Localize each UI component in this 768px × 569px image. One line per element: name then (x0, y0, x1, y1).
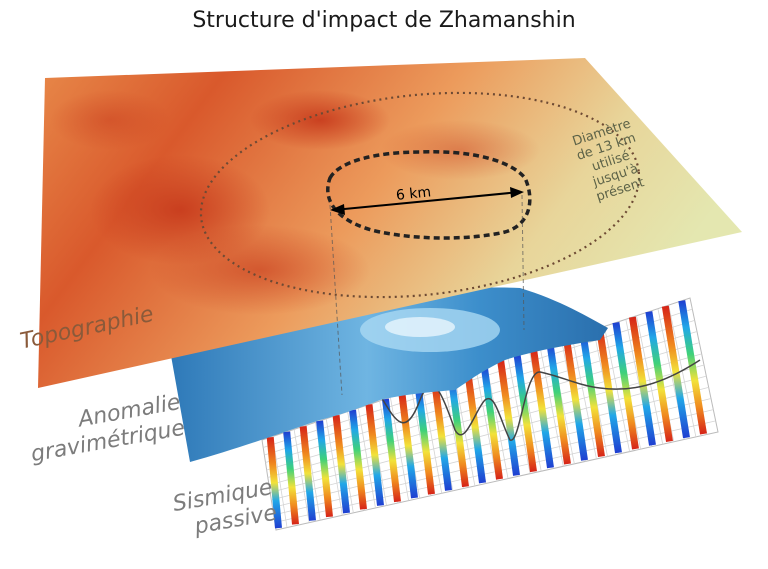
figure-title: Structure d'impact de Zhamanshin (192, 8, 576, 33)
seismic-station-bar (546, 343, 571, 465)
seismic-station-bar (678, 300, 707, 435)
seismic-station-bar (530, 349, 554, 469)
seismic-station-bar (661, 305, 690, 439)
outer-crater-ring (199, 91, 641, 299)
seismic-station-bar (316, 420, 333, 518)
seismic-station-bar (283, 431, 299, 525)
seismic-station-bar (332, 415, 350, 514)
seismic-panel (261, 297, 719, 531)
seismic-station-bar (497, 360, 520, 476)
seismic-station-bar (612, 322, 639, 450)
seismic-station-bar (414, 387, 435, 495)
seismic-station-bar (645, 311, 673, 442)
seismic-station-bar (579, 332, 605, 458)
connector-lines (329, 194, 525, 396)
seismic-station-bar (299, 426, 316, 521)
gravity-profile-curve (299, 359, 701, 441)
seismic-station-bar (513, 354, 537, 473)
seismic-station-bar (464, 371, 486, 484)
seismic-station-bar (480, 365, 503, 480)
inner-crater-ring (326, 149, 532, 240)
seismic-station-bar (398, 393, 418, 499)
seismic-station-bar (365, 404, 384, 506)
seismic-station-bar (447, 376, 469, 488)
seismic-station-bar (628, 316, 656, 446)
seismic-station-bar (431, 382, 452, 491)
topography-surface (38, 58, 742, 388)
seismic-station-bar (563, 338, 588, 461)
seismic-station-bar (596, 327, 622, 454)
seismic-station-bar (381, 398, 401, 503)
seismic-station-bar (349, 409, 367, 510)
seismic-station-bar (266, 436, 282, 529)
